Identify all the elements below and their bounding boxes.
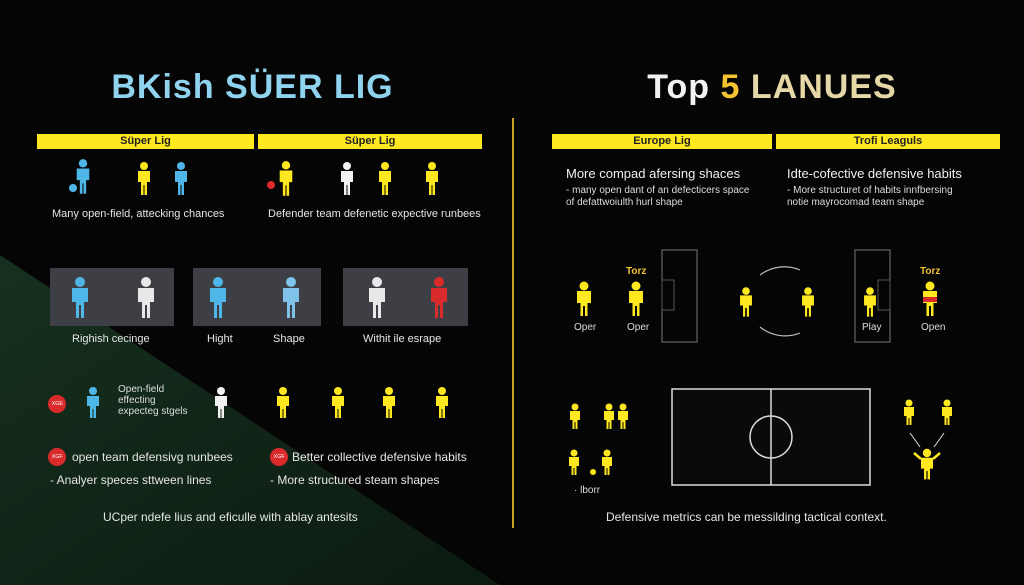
right-bar-1: Europe Lig [552, 134, 772, 149]
xg-badge: XGE [48, 395, 66, 413]
player-icon [215, 387, 227, 418]
player-icon [569, 449, 579, 475]
panel-3 [343, 268, 468, 326]
title-word-lanues: LANUES [750, 68, 897, 106]
left-caption-1: Many open-field, attecking chances [52, 208, 225, 220]
pitch-label-2: Oper [627, 322, 650, 333]
left-bullet-2: - More structured steam shapes [270, 473, 440, 487]
player-icon [431, 277, 447, 318]
right-heading-1: More compad afersing shaces [566, 166, 741, 181]
right-sub-1b: of defattwoiulth hurl shape [566, 197, 683, 208]
panel-caption-2: Hight [207, 333, 233, 345]
left-note-2: Better collective defensive habits [292, 450, 467, 464]
panel-caption-3: Shape [273, 333, 305, 345]
tactics-label: · lborr [574, 485, 601, 496]
player-shorts-red [923, 297, 937, 302]
player-icon [604, 403, 614, 429]
row3-text: Open-field effecting expecteg stgels [118, 384, 188, 417]
player-icon [904, 399, 914, 425]
ball-icon [69, 184, 77, 192]
player-icon [210, 277, 226, 318]
left-row1-figures [69, 159, 438, 196]
row3-text-line: effecting [118, 395, 156, 406]
player-icon [369, 277, 385, 318]
torz-label-left: Torz [626, 266, 647, 277]
title-word-five: 5 [720, 68, 741, 106]
pitch-center-circle [749, 415, 793, 459]
panel-caption-1: Righish cecinge [72, 333, 150, 345]
player-icon [379, 162, 391, 195]
right-heading-2: Idte-cofective defensive habits [787, 166, 962, 181]
player-icon [279, 161, 293, 196]
arrow-line [933, 432, 945, 448]
player-icon [436, 387, 448, 418]
ball-icon [590, 469, 596, 475]
player-icon [341, 162, 353, 195]
xg-badge: XGF [48, 448, 66, 466]
row3-text-line: Open-field [118, 384, 165, 395]
panel-caption-4: Withit ile esrape [363, 333, 442, 345]
pitch-label-1: Oper [574, 322, 597, 333]
player-icon [618, 403, 628, 429]
xg-badge: XGF [270, 448, 288, 466]
player-icon [602, 449, 612, 475]
left-caption-2: Defender team defenetic expective runbee… [268, 208, 481, 220]
center-divider [512, 118, 514, 528]
right-sub-1a: - many open dant of an defecticers space [566, 185, 750, 196]
right-footer: Defensive metrics can be messilding tact… [606, 510, 887, 524]
pitch-label-4: Open [921, 322, 946, 333]
player-icon [175, 162, 187, 195]
tactics-pitch [569, 388, 952, 486]
player-icon [570, 403, 580, 429]
player-icon [802, 287, 814, 317]
player-icon [283, 277, 299, 318]
left-title: BKish SÜER LIG [111, 68, 394, 106]
player-icon [332, 387, 344, 418]
player-icon [138, 162, 150, 195]
left-bar-1: Süper Lig [37, 134, 254, 149]
player-icon [87, 387, 99, 418]
right-sub-2a: - More structuret of habits innfbersing [787, 185, 953, 196]
player-icon [740, 287, 752, 317]
player-icon [76, 159, 90, 194]
pitch-label-3: Play [862, 322, 882, 333]
player-icon [426, 162, 438, 195]
player-icon [577, 281, 591, 316]
pitch-diagram [577, 249, 937, 343]
right-sub-2b: notie mayrocomad team shape [787, 197, 925, 208]
player-icon [942, 399, 952, 425]
right-bar-2: Trofi Leaguls [776, 134, 1000, 149]
player-icon [138, 277, 154, 318]
torz-label-right: Torz [920, 266, 941, 277]
panel-figures [72, 277, 447, 318]
player-icon [383, 387, 395, 418]
left-bullet-1: - Analyer speces sttween lines [50, 473, 212, 487]
player-arms-raised [913, 452, 941, 460]
player-icon [921, 448, 933, 480]
title-word-top: Top [647, 68, 711, 106]
player-icon [864, 287, 876, 317]
player-icon [72, 277, 88, 318]
row3-text-line: expecteg stgels [118, 406, 188, 417]
right-title: Top 5 LANUES [520, 68, 1024, 107]
arrow-line [909, 432, 921, 448]
player-icon [629, 281, 643, 316]
left-footer: UCper ndefe lius and eficulle with ablay… [103, 510, 358, 524]
left-note-1: open team defensivg nunbees [72, 450, 233, 464]
left-bar-2: Süper Lig [258, 134, 482, 149]
player-icon [277, 387, 289, 418]
ball-icon [267, 181, 275, 189]
